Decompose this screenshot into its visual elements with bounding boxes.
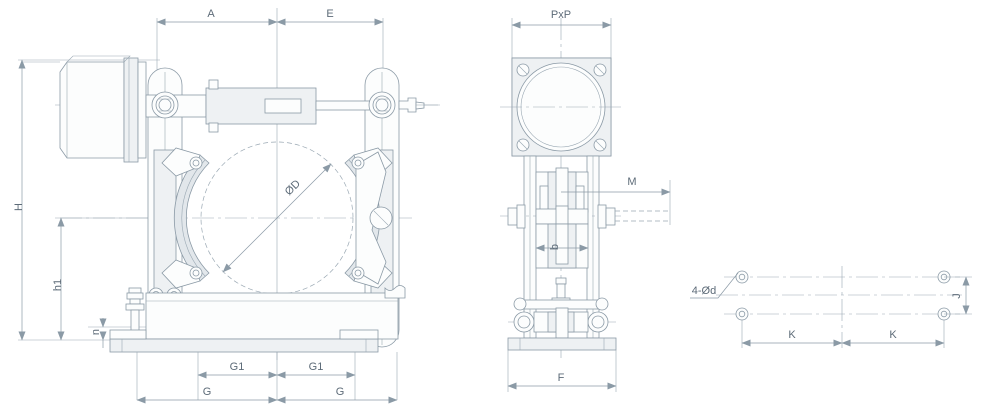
- dimension-label-G-right: G: [336, 386, 345, 398]
- dimension-F: F: [507, 350, 617, 392]
- dimension-b: b: [535, 244, 589, 252]
- upper-right-pivot: [368, 91, 396, 119]
- dimension-label-b: b: [549, 244, 561, 250]
- dimension-label-K-right: K: [889, 329, 897, 341]
- dimension-label-E: E: [326, 8, 333, 20]
- base-hole-pattern-view: 4-Ød K K J: [690, 266, 972, 348]
- front-base-plate: [507, 337, 617, 351]
- base-plate: [109, 329, 379, 353]
- dimension-label-G-left: G: [203, 386, 212, 398]
- dimension-label-h1: h1: [52, 279, 64, 291]
- front-mid-block: [535, 223, 589, 269]
- dimension-G-left: G: [136, 386, 278, 404]
- dimension-label-PxP: PxP: [551, 9, 571, 21]
- front-lower-pivot: [508, 307, 616, 339]
- dimension-label-J: J: [951, 293, 963, 299]
- upper-left-pivot: [151, 91, 179, 119]
- dimension-A: A: [156, 8, 278, 26]
- dimension-label-n: n: [90, 329, 102, 335]
- dimension-PxP: PxP: [511, 9, 612, 60]
- dimension-K-left: K: [741, 329, 843, 347]
- dimension-G1-right: G1: [276, 361, 356, 379]
- front-elevation-view: PxP: [500, 9, 671, 392]
- brake-drum: [200, 141, 354, 295]
- side-bottom-extension-lines: [136, 352, 398, 400]
- dimension-G1-left: G1: [197, 361, 278, 379]
- dimension-n: n: [88, 318, 150, 348]
- front-arm-columns: [523, 155, 600, 339]
- dimension-M: M: [561, 176, 671, 225]
- dimension-label-F: F: [558, 372, 565, 384]
- mounting-holes: [735, 270, 951, 321]
- side-elevation-view: A E H h1 n: [13, 8, 442, 404]
- dimension-label-M: M: [627, 176, 636, 188]
- left-brake-shoe: [161, 147, 210, 289]
- dimension-E: E: [276, 8, 384, 26]
- dimension-label-A: A: [207, 8, 215, 20]
- right-brake-shoe: [344, 147, 393, 289]
- dimension-label-G1-right: G1: [309, 361, 324, 373]
- base-bottom-extension-lines: [741, 320, 945, 348]
- hole-note-leader: 4-Ød: [690, 272, 739, 299]
- dimension-label-K-left: K: [788, 329, 796, 341]
- dimension-J: J: [944, 276, 972, 315]
- thruster-flange: [500, 57, 624, 157]
- dimension-h1: h1: [52, 217, 160, 341]
- dimension-K-right: K: [841, 329, 945, 347]
- dimension-label-G1-left: G1: [230, 361, 245, 373]
- front-adjusting-screw: [513, 277, 609, 311]
- thruster-unit: [22, 55, 147, 163]
- hole-note-label: 4-Ød: [692, 285, 716, 297]
- shoe-pin-fasteners: [189, 156, 365, 280]
- dimension-label-H: H: [13, 203, 25, 211]
- dimension-G-right: G: [276, 386, 398, 404]
